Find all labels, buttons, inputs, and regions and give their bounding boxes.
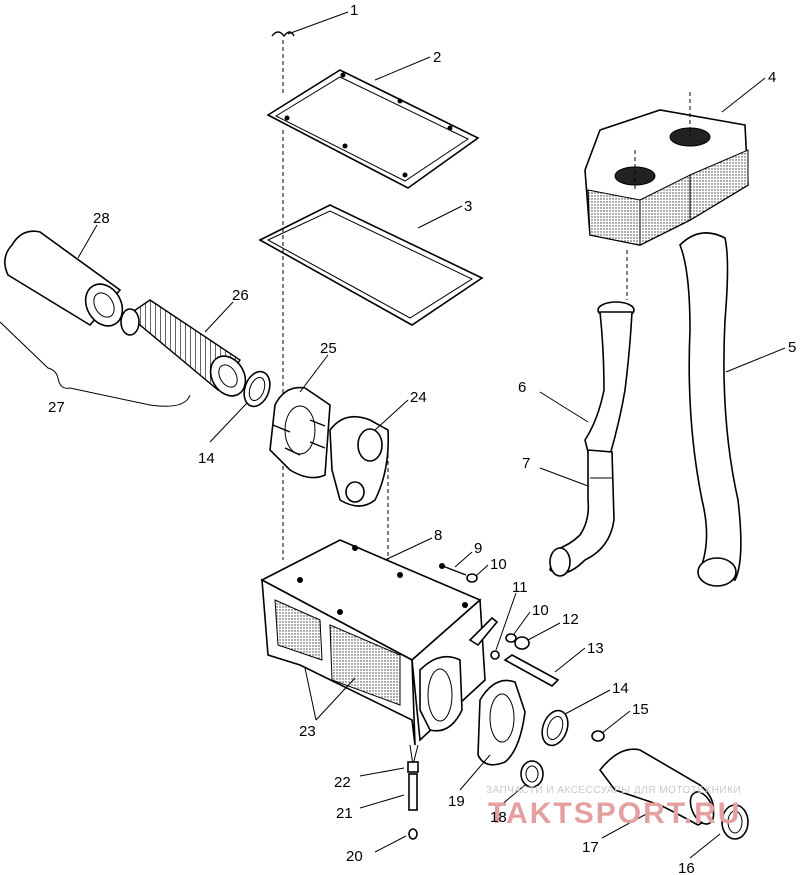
callout-5: 5: [788, 339, 796, 356]
part-10-washer-lower: [505, 633, 517, 643]
callout-18: 18: [490, 809, 507, 826]
callout-1: 1: [350, 2, 358, 19]
part-12-nut: [514, 636, 530, 650]
part-20-drain-plug: [408, 828, 418, 840]
part-24-adapter-housing: [329, 415, 390, 507]
callout-16: 16: [678, 860, 695, 875]
part-5-long-hose: [679, 232, 742, 587]
callout-10-upper: 10: [490, 556, 507, 573]
part-26-pleated-filter: [120, 299, 247, 397]
part-10-washer-upper: [466, 573, 478, 583]
part-16-clamp: [721, 804, 749, 840]
callout-13: 13: [587, 640, 604, 657]
callout-9: 9: [474, 540, 482, 557]
callout-4: 4: [768, 69, 776, 86]
part-9-bolt: [439, 563, 467, 576]
callout-20: 20: [346, 848, 363, 865]
callout-8: 8: [434, 527, 442, 544]
part-17-outlet-tube: [598, 748, 715, 826]
watermark-tagline: ЗАПЧАСТИ И АКСЕССУАРЫ ДЛЯ МОТОТЕХНИКИ: [486, 785, 741, 796]
part-8-airbox-body: [260, 539, 486, 766]
callout-21: 21: [336, 805, 353, 822]
part-2-cover-plate: [266, 69, 480, 189]
callout-25: 25: [320, 340, 337, 357]
part-4-silencer-block: [584, 92, 749, 300]
part-14-clamp-ring-right: [541, 709, 569, 747]
callout-23: 23: [299, 723, 316, 740]
part-1-clip: [271, 31, 295, 95]
callout-14-left: 14: [198, 450, 215, 467]
part-28-filter-sleeve: [4, 230, 124, 327]
callout-11: 11: [512, 579, 528, 596]
callout-24: 24: [410, 389, 427, 406]
part-15-clip: [591, 730, 605, 742]
part-22-drain-fitting: [407, 761, 419, 773]
leader-lines: [0, 11, 786, 859]
callout-10-lower: 10: [532, 602, 549, 619]
callout-2: 2: [433, 49, 441, 66]
callout-6: 6: [518, 379, 526, 396]
callout-27: 27: [48, 399, 65, 416]
callout-15: 15: [632, 701, 649, 718]
part-18-clamp: [520, 760, 544, 788]
callout-3: 3: [464, 198, 472, 215]
callout-14-right: 14: [612, 680, 629, 697]
callout-17: 17: [582, 839, 599, 856]
callout-7: 7: [522, 455, 530, 472]
part-7-tube-sleeve: [549, 449, 615, 577]
part-13-rod: [503, 654, 560, 687]
callout-12: 12: [562, 611, 579, 628]
callout-28: 28: [93, 210, 110, 227]
callout-26: 26: [232, 287, 249, 304]
part-3-gasket: [258, 204, 484, 326]
part-11-bracket: [468, 616, 500, 660]
part-25-adapter-plate: [269, 386, 331, 479]
part-19-flange-plate: [419, 655, 526, 766]
callout-22: 22: [334, 774, 351, 791]
part-21-drain-tube: [408, 773, 418, 811]
part-14-clamp-ring-left: [243, 370, 271, 408]
watermark-logo: TAKTSPORT.RU: [488, 797, 741, 830]
callout-19: 19: [448, 793, 465, 810]
part-6-intake-tube: [584, 301, 635, 465]
